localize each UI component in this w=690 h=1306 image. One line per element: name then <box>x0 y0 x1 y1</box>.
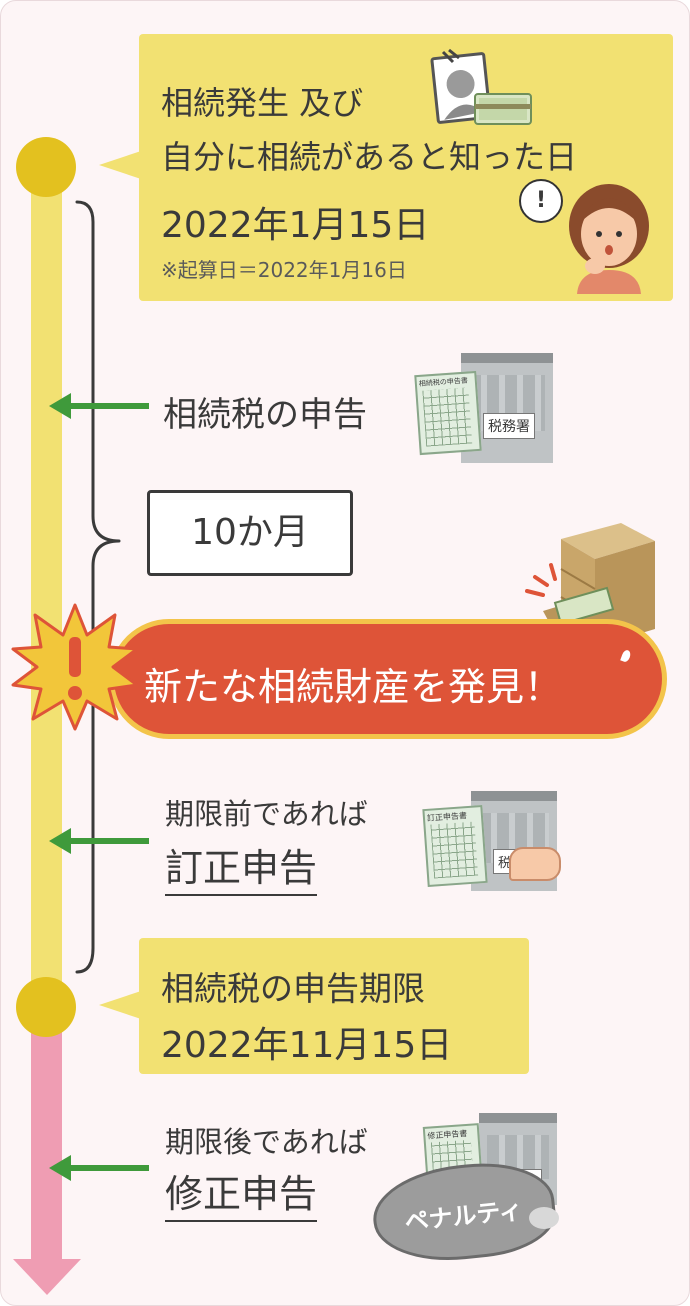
arrow-to-correction <box>69 838 149 844</box>
discovery-alert-label: 新たな相続財産を発見！ <box>144 665 563 709</box>
period-box: 10か月 <box>147 490 353 576</box>
milestone-dot-start <box>16 137 76 197</box>
event-start-callout: 相続発生 及び 自分に相続があると知った日 2022年1月15日 ※起算日＝20… <box>139 34 673 301</box>
milestone-dot-deadline <box>16 977 76 1037</box>
timeline-pink-bar <box>31 1001 62 1263</box>
tax-return-form-title: 相続税の申告書 <box>418 376 469 388</box>
before-deadline-condition: 期限前であれば <box>165 797 368 831</box>
penalty-label: ペナルティ <box>403 1195 525 1237</box>
period-brace <box>75 200 121 974</box>
arrow-head-tax-return <box>49 393 71 419</box>
deadline-date: 2022年11月15日 <box>161 1025 453 1066</box>
arrow-to-tax-return <box>69 403 149 409</box>
arrow-head-amendment <box>49 1155 71 1181</box>
speech-bubble-exclamation: ! <box>519 179 563 223</box>
correction-return-label: 訂正申告 <box>165 837 318 896</box>
tax-return-form-icon: 相続税の申告書 <box>414 370 482 456</box>
event-start-line1: 相続発生 及び <box>161 84 364 122</box>
tax-return-label: 相続税の申告 <box>163 395 367 435</box>
deadline-label: 相続税の申告期限 <box>161 969 425 1008</box>
arrow-head-correction <box>49 828 71 854</box>
event-start-date: 2022年1月15日 <box>161 205 430 246</box>
arrow-to-amendment <box>69 1165 149 1171</box>
timeline-arrow-head <box>13 1259 81 1295</box>
tax-office-sign: 税務署 <box>483 413 535 439</box>
event-start-line2: 自分に相続があると知った日 <box>161 138 578 176</box>
callout-pointer-start <box>99 151 141 179</box>
alert-starburst-icon <box>11 603 139 731</box>
start-date-note: ※起算日＝2022年1月16日 <box>161 258 407 282</box>
period-label: 10か月 <box>191 512 309 553</box>
discovery-alert-banner: 新たな相続財産を発見！ <box>109 619 667 739</box>
handing-hand-icon <box>509 847 561 881</box>
amendment-return-label: 修正申告 <box>165 1163 318 1222</box>
surprised-woman-icon <box>569 184 649 294</box>
dust-cloud-icon <box>529 1207 559 1229</box>
callout-pointer-deadline <box>99 991 141 1019</box>
sweat-drops-icon <box>620 648 632 664</box>
memorial-portrait-icon <box>430 48 532 125</box>
deadline-callout: 相続税の申告期限 2022年11月15日 <box>139 938 529 1074</box>
timeline-yellow-bar <box>31 166 62 1001</box>
exclamation-mark: ! <box>535 188 547 213</box>
correction-form-icon: 訂正申告書 <box>422 805 488 887</box>
after-deadline-condition: 期限後であれば <box>165 1125 368 1159</box>
